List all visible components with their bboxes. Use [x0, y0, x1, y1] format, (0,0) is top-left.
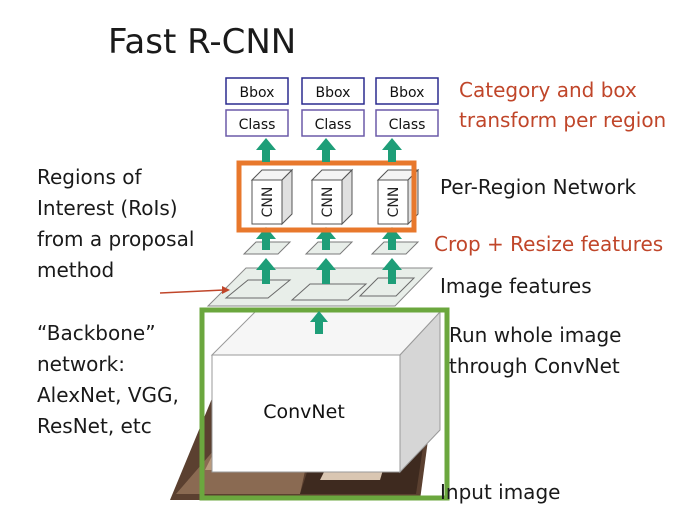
convnet-annotation-line1: Run whole image — [449, 323, 622, 347]
arrows-crops-to-cnn — [256, 227, 402, 250]
class-label-3: Class — [389, 117, 426, 133]
class-output-2 — [301, 109, 365, 137]
class-label-1: Class — [239, 117, 276, 133]
convnet-annotation-line2: through ConvNet — [449, 354, 620, 378]
crop-annotation: Crop + Resize features — [434, 232, 664, 256]
convnet-cuboid — [210, 310, 442, 474]
rois-line4: method — [37, 258, 115, 282]
image-features-plane — [206, 267, 434, 307]
rois-line2: Interest (RoIs) — [37, 196, 178, 220]
outputs-annotation-line1: Category and box — [459, 78, 637, 102]
arrow-convnet-to-features — [310, 311, 328, 334]
arrows-cnn-to-class — [256, 138, 402, 162]
arrows-features-to-crops — [256, 258, 402, 284]
backbone-highlight-box — [199, 307, 450, 501]
bbox-label-2: Bbox — [316, 85, 351, 101]
cnn-label-2: CNN — [320, 187, 336, 218]
bbox-output-2 — [301, 77, 365, 105]
class-output-3 — [375, 109, 439, 137]
backbone-line4: ResNet, etc — [37, 414, 152, 438]
convnet-annotation: Run whole image through ConvNet — [449, 320, 622, 382]
backbone-line3: AlexNet, VGG, — [37, 383, 179, 407]
cnn-block-2 — [310, 168, 354, 226]
class-output-1 — [225, 109, 289, 137]
roi-pointer-arrow — [159, 286, 230, 294]
bbox-output-3 — [375, 77, 439, 105]
cnn-block-1 — [250, 168, 294, 226]
backbone-description: “Backbone” network: AlexNet, VGG, ResNet… — [37, 318, 179, 442]
page-title: Fast R-CNN — [108, 22, 297, 62]
backbone-line1: “Backbone” — [37, 321, 156, 345]
per-region-annotation: Per-Region Network — [440, 175, 637, 199]
outputs-annotation-line2: transform per region — [459, 108, 667, 132]
convnet-label: ConvNet — [263, 401, 345, 423]
rois-line1: Regions of — [37, 165, 142, 189]
cnn-label-3: CNN — [386, 187, 402, 218]
input-image-annotation: Input image — [440, 480, 561, 504]
bbox-label-1: Bbox — [240, 85, 275, 101]
features-annotation: Image features — [440, 274, 592, 298]
class-label-2: Class — [315, 117, 352, 133]
bbox-output-1 — [225, 77, 289, 105]
per-region-highlight-box — [236, 160, 417, 233]
rois-description: Regions of Interest (RoIs) from a propos… — [37, 162, 194, 286]
backbone-line2: network: — [37, 352, 125, 376]
cnn-label-1: CNN — [260, 187, 276, 218]
rois-line3: from a proposal — [37, 227, 195, 251]
bbox-label-3: Bbox — [390, 85, 425, 101]
